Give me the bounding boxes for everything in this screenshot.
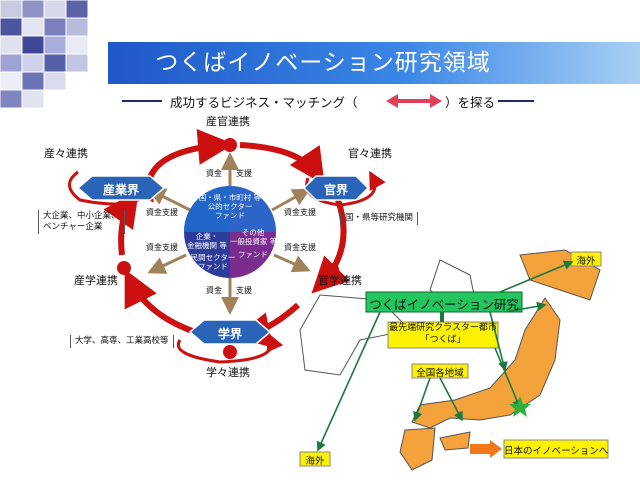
japan-innovation-box [503,439,609,459]
center-company: 企業・ 金融機関 等 [187,232,227,250]
subtitle-row: 成功するビジネス・マッチング（ ）を探る [118,91,538,111]
japan-innovation-label: 日本のイノベーションへ [504,446,609,457]
regions-label: 全国各地域 [416,368,464,379]
logo-blocks [0,0,110,120]
page-title: つくばイノベーション研究領域 [155,50,491,76]
flow-fund-support-upper-left: 資金支援 [146,208,178,217]
overseas-top-box [570,251,602,267]
label-industry-academia: 産学連携 [74,274,118,287]
academia-node: 学界 [217,327,242,341]
subtitle-after: ）を探る [445,95,496,110]
tsukuba-star-icon [509,396,531,417]
flow-fund-support-lower-left: 資金支援 [146,243,178,252]
overseas-bottom-box [299,451,331,467]
cluster-label: 最先端研究クラスター都市 「つくば」 [389,323,497,345]
fund-circle [184,186,276,278]
flow-fund-support-upper-right: 資金支援 [284,208,316,217]
label-government-government: 官々連携 [348,147,392,160]
label-industry-industry: 産々連携 [44,147,88,160]
industry-node: 産業界 [102,183,139,197]
flow-support-bottom: 支援 [236,286,252,295]
overseas-top-label: 海外 [576,256,596,267]
flow-fund-bottom: 資金 [206,286,222,295]
orange-arrow-icon [470,440,502,458]
government-description: 国・県等研究機関 [340,212,419,225]
industry-node-shape [76,175,166,201]
academia-node-shape [188,319,272,345]
subtitle-before: 成功するビジネス・マッチング（ [170,95,358,110]
label-government-academia: 官学連携 [318,274,362,287]
government-node-shape [302,175,370,201]
center-public-fund: 国・県・市町村 等 公的セクター ファンド [198,193,262,220]
flow-fund-top: 資金 [206,169,222,178]
industry-description: 大企業、中小企業、 ベンチャー企業 [38,210,125,234]
center-other: その他 一般投資家 等 [230,228,278,246]
title-bar [108,42,640,84]
academia-description: 大学、高専、工業高校等 [70,335,174,348]
label-academia-academia: 学々連携 [206,366,250,379]
label-industry-government: 産官連携 [206,115,250,128]
center-fund: ファンド [238,250,268,259]
flow-fund-support-lower-right: 資金支援 [284,243,316,252]
government-node: 官界 [323,183,348,197]
overseas-bottom-label: 海外 [305,456,325,467]
flow-support-top: 支援 [236,169,252,178]
double-arrow-icon [386,94,442,108]
hub-label: つくばイノベーション研究 [369,297,519,312]
center-private-fund: 民間セクター ファンド [190,253,236,271]
